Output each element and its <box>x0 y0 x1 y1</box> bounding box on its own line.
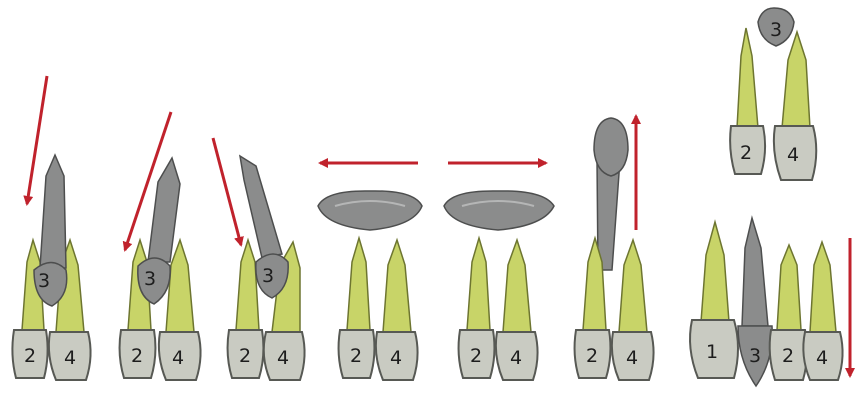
tooth-label: 2 <box>350 345 362 367</box>
tooth-label: 3 <box>38 270 50 292</box>
panel-7: 3 2 4 <box>730 8 816 180</box>
canine-crown-cross-section <box>444 191 554 230</box>
tooth-label: 4 <box>787 144 799 166</box>
panel-1: 3 2 4 <box>12 76 90 380</box>
tooth-label: 2 <box>586 345 598 367</box>
tooth-label: 3 <box>262 265 274 287</box>
panel-3: 3 2 4 <box>213 138 305 380</box>
tooth-label: 2 <box>131 345 143 367</box>
panel-8: 1 3 2 4 <box>690 218 850 386</box>
tooth-label: 4 <box>64 347 76 369</box>
tooth-label: 2 <box>470 345 482 367</box>
panel-5: 2 4 <box>444 163 554 380</box>
tooth-label: 3 <box>144 268 156 290</box>
tooth-label: 4 <box>816 347 828 369</box>
tooth-label: 4 <box>626 347 638 369</box>
tooth-label: 4 <box>390 347 402 369</box>
tooth-label: 2 <box>239 345 251 367</box>
tooth-label: 4 <box>510 347 522 369</box>
panel-4: 2 4 <box>318 163 422 380</box>
tooth-label: 3 <box>770 19 782 41</box>
panel-2: 3 2 4 <box>120 112 201 380</box>
tooth-label: 2 <box>740 142 752 164</box>
tooth-label: 1 <box>706 341 718 363</box>
canine-crown-cross-section <box>318 191 422 230</box>
tooth-label: 4 <box>172 347 184 369</box>
panel-6: 2 4 <box>575 116 654 380</box>
movement-arrow <box>27 76 47 204</box>
movement-arrow <box>213 138 241 245</box>
tooth-label: 2 <box>24 345 36 367</box>
tooth-3-canine <box>594 118 628 270</box>
tooth-label: 4 <box>277 347 289 369</box>
tooth-label: 2 <box>782 345 794 367</box>
tooth-label: 3 <box>749 345 761 367</box>
